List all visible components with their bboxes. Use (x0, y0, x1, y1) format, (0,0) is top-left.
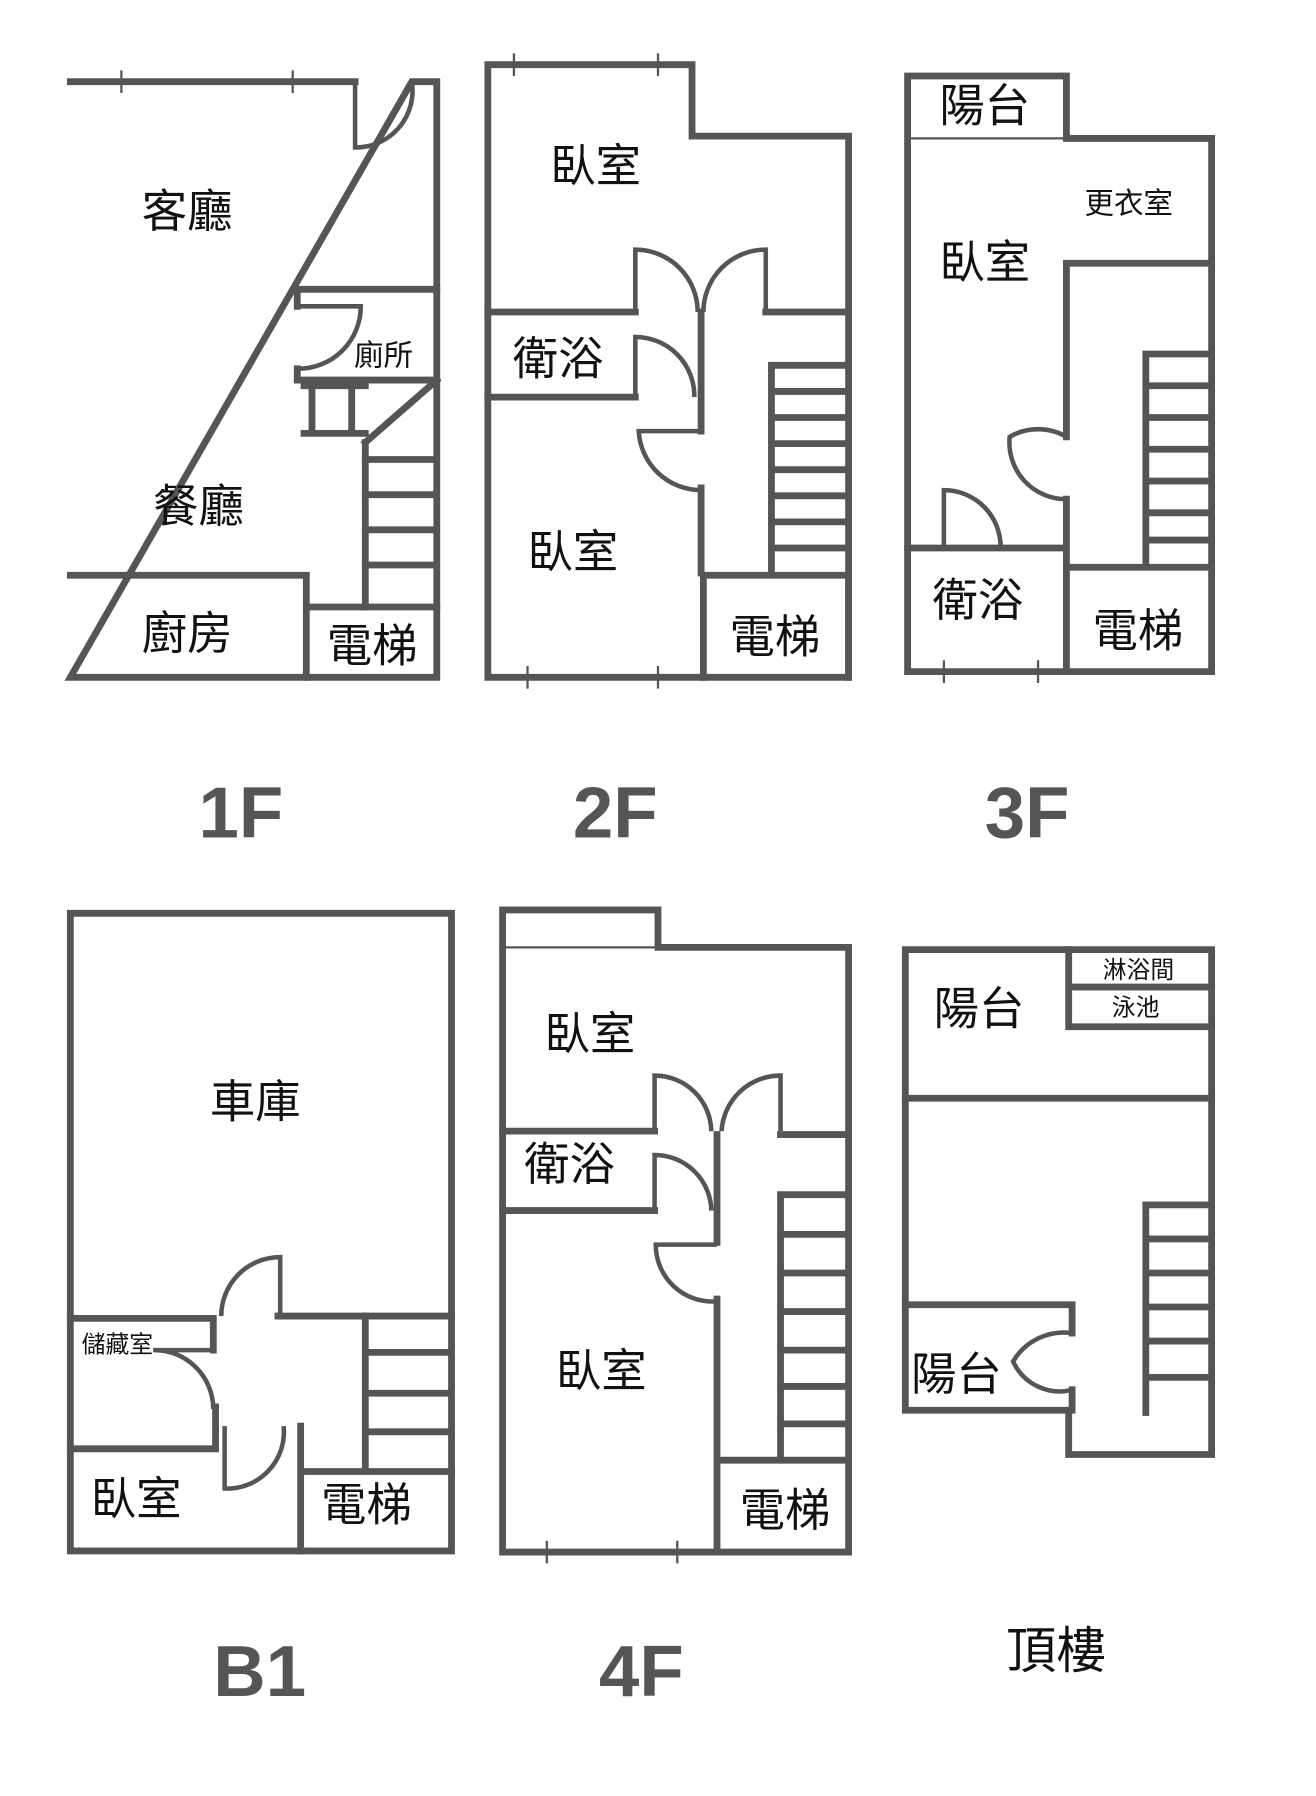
plan-2f: 臥室 衛浴 臥室 電梯 2F (484, 53, 852, 853)
room-toilet: 廁所 (354, 338, 413, 372)
room-elevator: 電梯 (327, 619, 418, 672)
room-balcony: 陽台 (939, 79, 1030, 132)
room-shower: 淋浴間 (1103, 956, 1174, 984)
room-kitchen: 廚房 (142, 607, 233, 660)
plan-3f: 陽台 更衣室 臥室 衛浴 電梯 3F (904, 72, 1216, 853)
plan-b1: 車庫 儲藏室 臥室 電梯 B1 (66, 909, 455, 1712)
floor-label-b1: B1 (213, 1631, 306, 1712)
room-pool: 泳池 (1112, 993, 1160, 1021)
room-elevator: 電梯 (729, 610, 820, 663)
floor-label-3f: 3F (985, 772, 1070, 853)
floor-label-roof: 頂樓 (1006, 1622, 1106, 1680)
room-storage: 儲藏室 (82, 1330, 153, 1358)
floor-label-2f: 2F (573, 772, 658, 853)
floor-label-4f: 4F (599, 1631, 684, 1712)
room-closet: 更衣室 (1085, 186, 1173, 220)
room-bedroom-1: 臥室 (550, 140, 641, 193)
plan-4f: 臥室 衛浴 臥室 電梯 4F (499, 906, 852, 1712)
floor-label-1f: 1F (199, 772, 284, 853)
room-bath: 衛浴 (513, 332, 604, 385)
room-elevator: 電梯 (1093, 605, 1184, 658)
room-balcony-1: 陽台 (934, 983, 1025, 1036)
room-dining: 餐廳 (153, 480, 244, 533)
room-bedroom: 臥室 (939, 236, 1030, 289)
room-balcony-2: 陽台 (911, 1348, 1002, 1401)
room-garage: 車庫 (210, 1076, 301, 1129)
room-elevator: 電梯 (740, 1484, 831, 1537)
room-bedroom-2: 臥室 (556, 1344, 647, 1397)
plan-1f: 客廳 餐廳 廁所 廚房 電梯 1F (64, 70, 442, 853)
room-bath: 衛浴 (933, 574, 1024, 627)
room-bath: 衛浴 (524, 1138, 615, 1191)
room-bedroom-2: 臥室 (528, 525, 619, 578)
room-living: 客廳 (142, 185, 233, 238)
plan-roof: 陽台 淋浴間 泳池 陽台 頂樓 (901, 946, 1216, 1680)
room-bedroom: 臥室 (91, 1473, 182, 1526)
room-elevator: 電梯 (321, 1478, 412, 1531)
room-bedroom-1: 臥室 (545, 1007, 636, 1060)
